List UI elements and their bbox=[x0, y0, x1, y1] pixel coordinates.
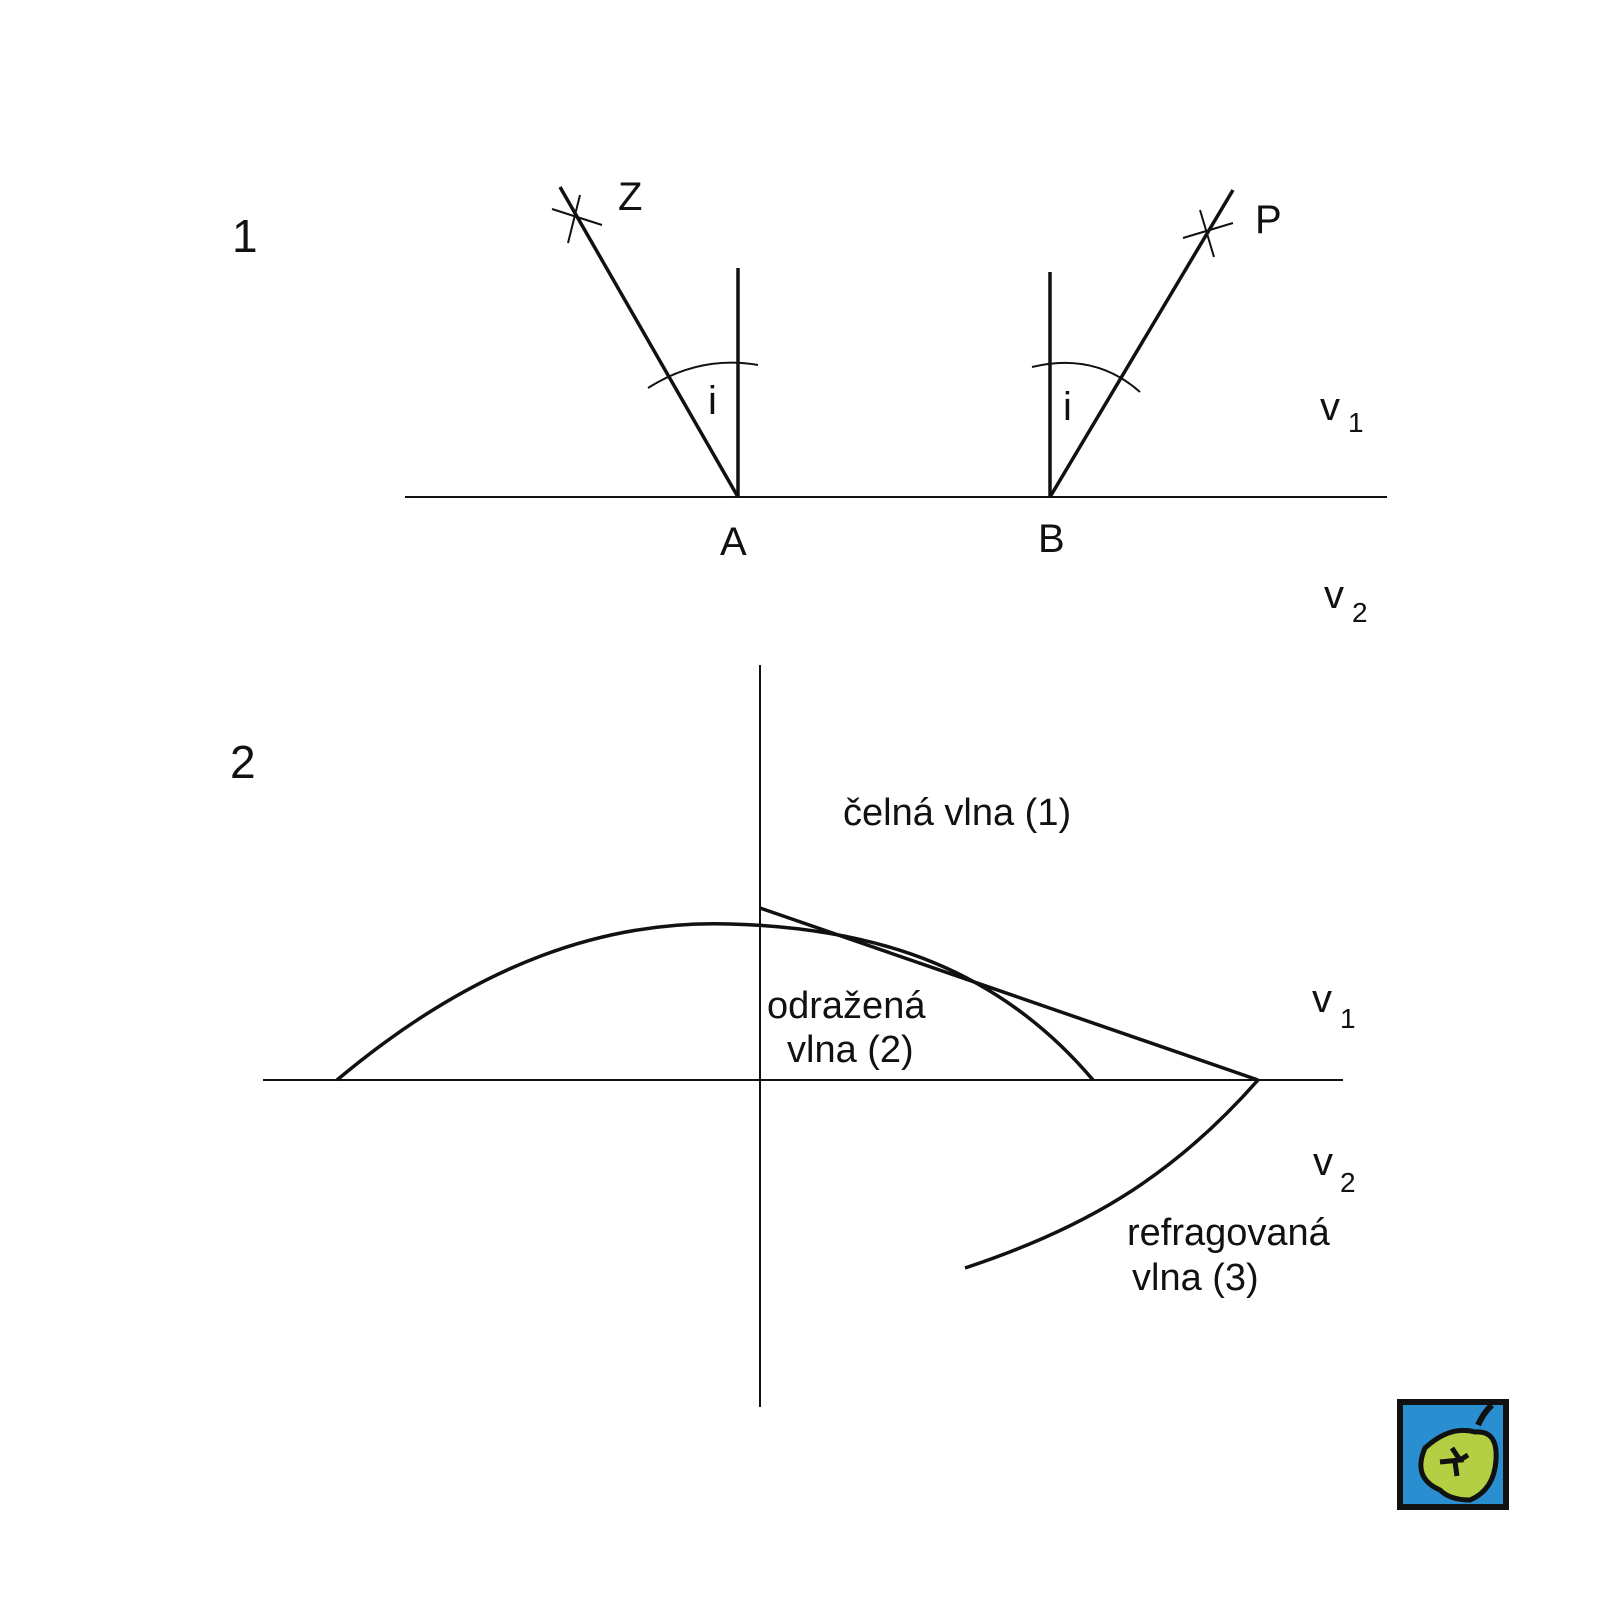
v1-label: v bbox=[1320, 385, 1340, 429]
angle-arc-b bbox=[1031, 361, 1141, 393]
incident-ray bbox=[558, 186, 740, 498]
reflected-ray bbox=[1048, 189, 1235, 498]
v1-label-2: v bbox=[1312, 977, 1332, 1021]
angle-label-b: i bbox=[1063, 385, 1072, 429]
source-cross-icon bbox=[551, 194, 603, 244]
figure-2-wavefronts: 2 čelná vlna (1) odražená vlna (2) refra… bbox=[230, 665, 1356, 1407]
reflected-wave-label-1: odražená bbox=[767, 985, 926, 1027]
refracted-wave-label-2: vlna (3) bbox=[1132, 1257, 1259, 1299]
v2-subscript: 2 bbox=[1352, 597, 1368, 628]
apple-logo-icon bbox=[1397, 1399, 1509, 1510]
v2-label-2: v bbox=[1313, 1140, 1333, 1184]
angle-label-a: i bbox=[708, 379, 717, 423]
refracted-wavefront bbox=[964, 1078, 1260, 1270]
v1-subscript: 1 bbox=[1348, 407, 1364, 438]
point-b-label: B bbox=[1038, 517, 1065, 561]
receiver-cross-icon bbox=[1182, 209, 1234, 258]
figure-1-reflection: 1 i i Z P A B v 1 v 2 bbox=[232, 175, 1387, 628]
v2-label: v bbox=[1324, 573, 1344, 617]
figure-2-number: 2 bbox=[230, 736, 256, 788]
reflected-wave-label-2: vlna (2) bbox=[787, 1029, 914, 1071]
v2-subscript-2: 2 bbox=[1340, 1167, 1356, 1198]
point-a-label: A bbox=[720, 520, 747, 564]
head-wave-label: čelná vlna (1) bbox=[843, 792, 1071, 834]
receiver-label: P bbox=[1255, 198, 1282, 242]
head-wavefront bbox=[759, 906, 1259, 1082]
angle-arc-a bbox=[647, 361, 759, 389]
source-label: Z bbox=[618, 175, 642, 219]
v1-subscript-2: 1 bbox=[1340, 1003, 1356, 1034]
figure-1-number: 1 bbox=[232, 210, 258, 262]
reflected-wavefront bbox=[335, 921, 1095, 1082]
refracted-wave-label-1: refragovaná bbox=[1127, 1212, 1331, 1254]
